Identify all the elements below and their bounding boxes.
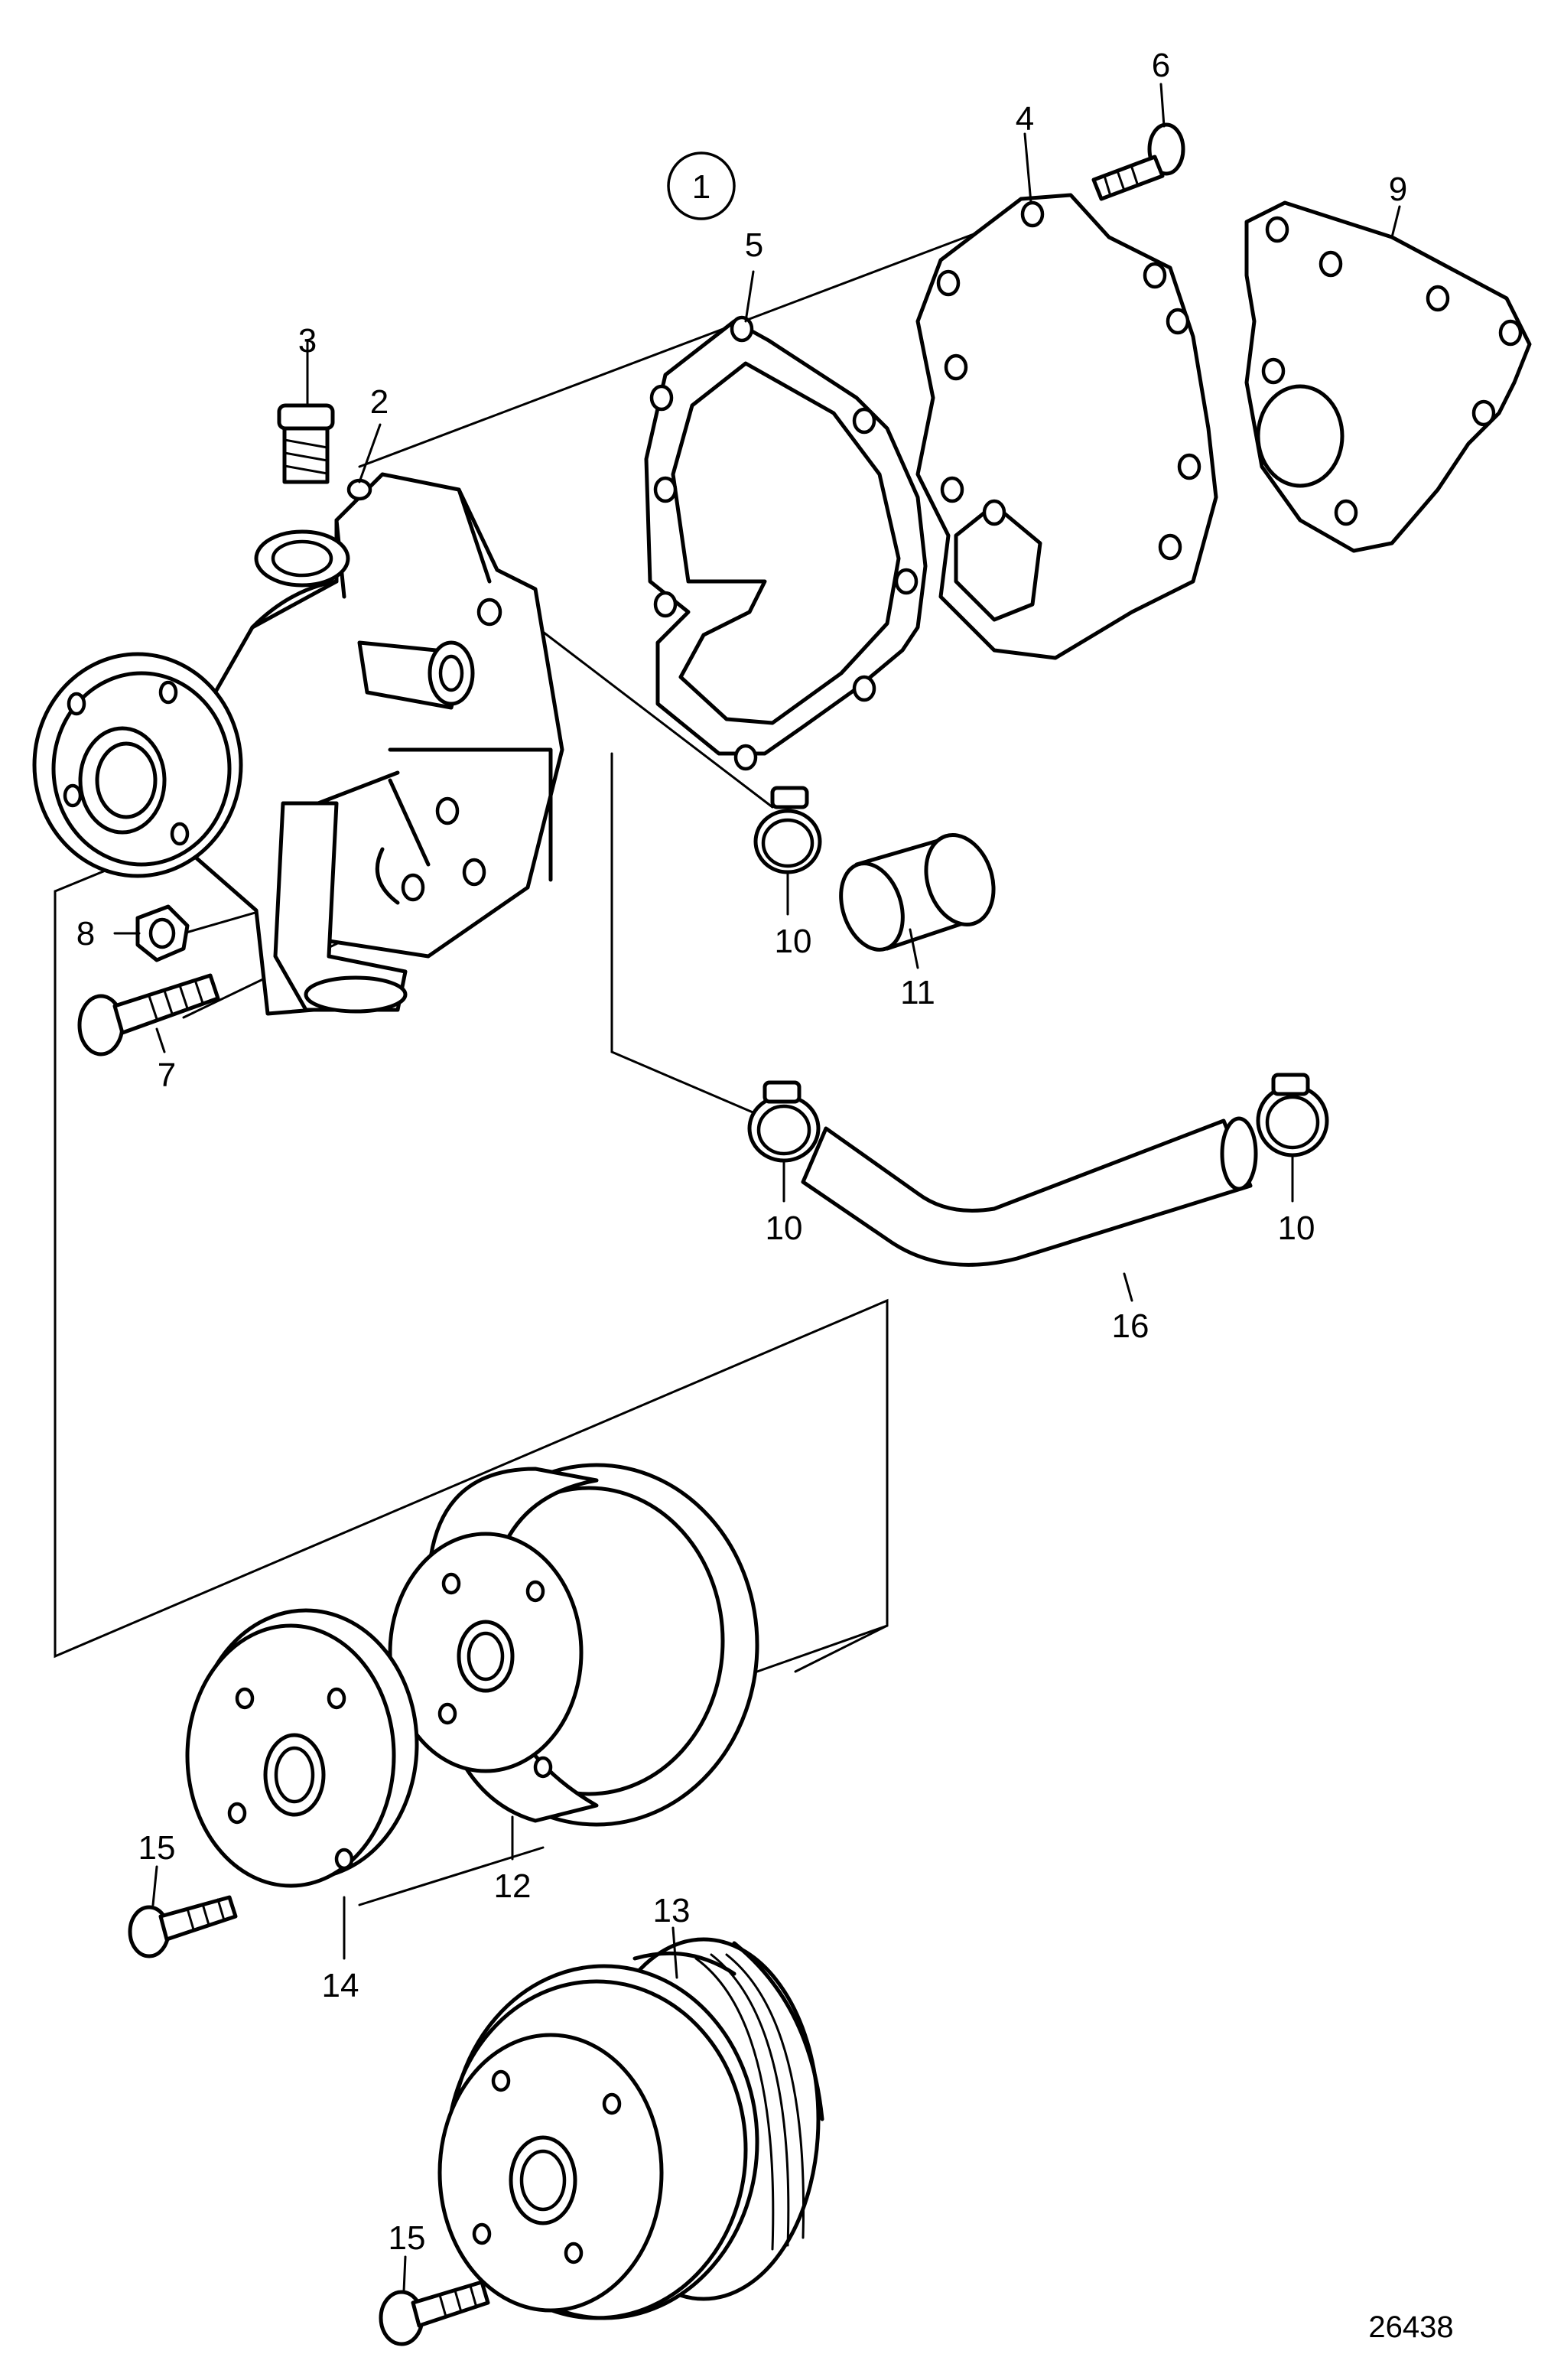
- crank-pulley: [437, 1937, 824, 2320]
- gasket: [644, 315, 928, 771]
- cover-plate: [915, 193, 1218, 660]
- screw: [1091, 122, 1185, 201]
- callout-10-upper: 10: [775, 923, 812, 960]
- pulley: [388, 1463, 759, 1827]
- bolt: [379, 2280, 490, 2346]
- callout-5: 5: [745, 226, 763, 264]
- callout-3: 3: [298, 322, 317, 360]
- callout-13: 13: [653, 1892, 691, 1929]
- leader-lines: [113, 83, 1401, 2293]
- reference-number: 26438: [1368, 2310, 1453, 2344]
- hose-clamp: [747, 1080, 821, 1163]
- hose-clamp: [753, 786, 822, 874]
- group-marker: 1: [667, 151, 736, 220]
- bolt: [77, 973, 220, 1057]
- callout-4: 4: [1016, 100, 1034, 138]
- hose: [801, 1116, 1258, 1267]
- cap: [839, 832, 996, 952]
- callout-12: 12: [494, 1867, 532, 1905]
- nut: [135, 904, 190, 962]
- callout-15-upper: 15: [138, 1829, 176, 1867]
- flange: [185, 1608, 419, 1888]
- callout-2: 2: [370, 383, 389, 421]
- bolt: [128, 1895, 238, 1958]
- callout-6: 6: [1152, 47, 1170, 84]
- callout-14: 14: [322, 1967, 359, 2004]
- callout-7: 7: [158, 1057, 176, 1094]
- callout-10-left: 10: [766, 1210, 803, 1247]
- plate: [1244, 200, 1532, 553]
- callout-8: 8: [76, 915, 95, 952]
- group-marker-label: 1: [692, 168, 710, 206]
- water-pump-housing: [32, 472, 564, 1016]
- callout-9: 9: [1389, 171, 1407, 208]
- callout-15-lower: 15: [389, 2219, 426, 2257]
- callout-16: 16: [1112, 1307, 1149, 1345]
- plug: [277, 403, 335, 484]
- callout-10-right: 10: [1278, 1210, 1315, 1247]
- callout-11: 11: [900, 974, 935, 1011]
- hose-clamp: [1256, 1073, 1329, 1157]
